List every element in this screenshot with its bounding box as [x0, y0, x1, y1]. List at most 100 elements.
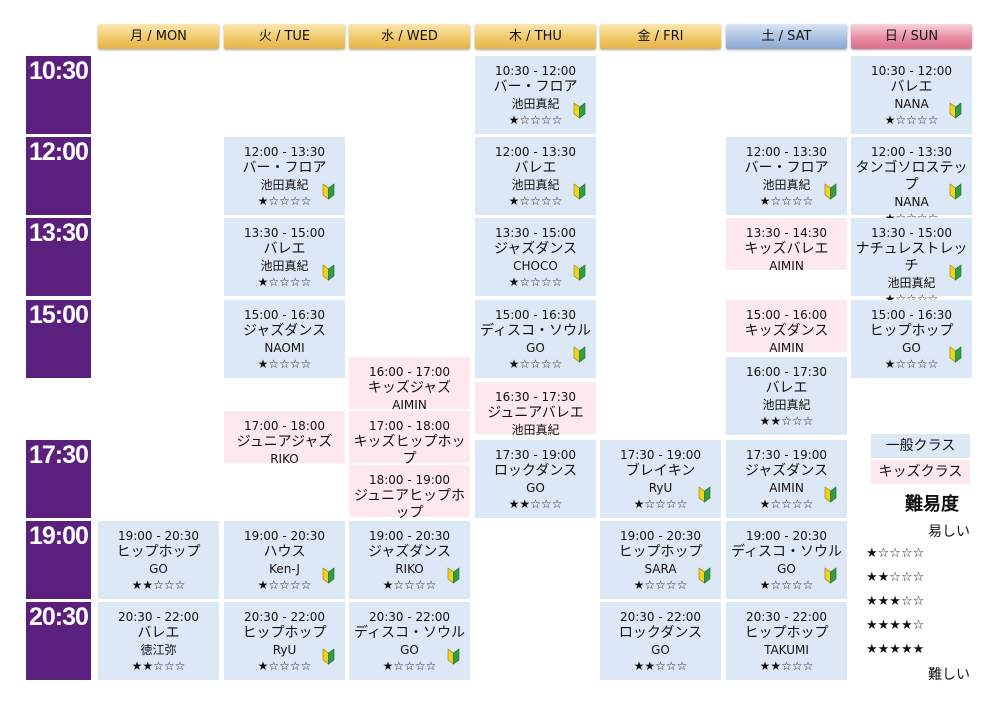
class-time: 18:00 - 19:00: [368, 473, 451, 487]
class-difficulty: ★★☆☆☆: [759, 414, 814, 428]
class-difficulty: ★★☆☆☆: [508, 497, 563, 511]
class-name: バレエ: [137, 625, 180, 641]
class-teacher: 池田真紀: [887, 276, 936, 290]
class-difficulty: ★★☆☆☆: [759, 659, 814, 673]
beginner-leaf-icon: [949, 102, 962, 119]
class-time: 12:00 - 13:30: [243, 145, 326, 159]
day-header-4: 金 / FRI: [600, 24, 721, 49]
legend-general: 一般クラス: [871, 434, 970, 458]
class-name: ディスコ・ソウル: [353, 625, 466, 641]
class-name: ジャズダンス: [744, 463, 829, 479]
class-name: ジュニアヒップホップ: [353, 488, 466, 521]
class-time: 15:00 - 16:30: [494, 308, 577, 322]
day-header-2: 水 / WED: [349, 24, 470, 49]
class-teacher: GO: [651, 643, 670, 657]
class-teacher: GO: [149, 562, 168, 576]
class-name: バー・フロア: [744, 160, 829, 176]
class-teacher: SARA: [644, 562, 677, 576]
class-name: ヒップホップ: [116, 544, 201, 560]
class-time: 20:30 - 22:00: [619, 610, 702, 624]
class-name: キッズジャズ: [367, 380, 452, 396]
class-difficulty: ★☆☆☆☆: [257, 357, 312, 371]
class-time: 19:00 - 20:30: [745, 529, 828, 543]
class-name: タンゴソロステップ: [855, 160, 968, 193]
class-name: バー・フロア: [242, 160, 327, 176]
class-teacher: GO: [902, 341, 921, 355]
class-time: 16:30 - 17:30: [494, 390, 577, 404]
class-name: ヒップホップ: [744, 625, 829, 641]
beginner-leaf-icon: [573, 102, 586, 119]
class-name: ジュニアバレエ: [487, 405, 584, 421]
beginner-leaf-icon: [824, 183, 837, 200]
class-time: 15:00 - 16:30: [243, 308, 326, 322]
class-difficulty: ★☆☆☆☆: [759, 194, 814, 208]
class-teacher: AIMIN: [769, 341, 804, 355]
beginner-leaf-icon: [322, 648, 335, 665]
class-difficulty: ★☆☆☆☆: [257, 659, 312, 673]
time-slot-0: 10:30: [26, 56, 91, 134]
class-teacher: Ken-J: [269, 562, 300, 576]
class-time: 16:00 - 17:00: [368, 365, 451, 379]
class-difficulty: ★☆☆☆☆: [257, 578, 312, 592]
class-name: キッズダンス: [744, 323, 829, 339]
beginner-leaf-icon: [322, 567, 335, 584]
difficulty-level-3: ★★★☆☆: [866, 594, 925, 609]
class-teacher: GO: [526, 341, 545, 355]
class-teacher: CHOCO: [513, 259, 558, 273]
beginner-leaf-icon: [949, 264, 962, 281]
class-teacher: 池田真紀: [260, 259, 309, 273]
beginner-leaf-icon: [322, 264, 335, 281]
class-teacher: GO: [400, 643, 419, 657]
class-time: 20:30 - 22:00: [745, 610, 828, 624]
class-time: 13:30 - 14:30: [745, 226, 828, 240]
class-time: 19:00 - 20:30: [243, 529, 326, 543]
time-slot-3: 15:00: [26, 300, 91, 378]
class-difficulty: ★☆☆☆☆: [508, 113, 563, 127]
class-teacher: 池田真紀: [260, 178, 309, 192]
class-time: 20:30 - 22:00: [368, 610, 451, 624]
class-name: バー・フロア: [493, 79, 578, 95]
class-name: バレエ: [890, 79, 933, 95]
class-difficulty: ★★☆☆☆: [131, 578, 186, 592]
class-difficulty: ★☆☆☆☆: [382, 659, 437, 673]
difficulty-title: 難易度: [905, 494, 959, 515]
time-slot-5: 19:00: [26, 521, 91, 599]
class-teacher: RyU: [648, 481, 673, 495]
class-name: ヒップホップ: [869, 323, 954, 339]
time-slot-2: 13:30: [26, 218, 91, 296]
class-difficulty: ★☆☆☆☆: [759, 497, 814, 511]
class-time: 13:30 - 15:00: [870, 226, 953, 240]
class-name: ヒップホップ: [618, 544, 703, 560]
class-name: ジュニアジャズ: [236, 434, 333, 450]
beginner-leaf-icon: [824, 486, 837, 503]
class-name: ジャズダンス: [242, 323, 327, 339]
class-time: 17:00 - 18:00: [368, 419, 451, 433]
day-header-0: 月 / MON: [98, 24, 219, 49]
difficulty-hard: 難しい: [928, 667, 970, 683]
class-time: 13:30 - 15:00: [243, 226, 326, 240]
class-cell: 17:00 - 18:00キッズヒップホップGO: [349, 411, 470, 483]
class-difficulty: ★☆☆☆☆: [759, 578, 814, 592]
time-slot-1: 12:00: [26, 137, 91, 215]
class-difficulty: ★☆☆☆☆: [884, 113, 939, 127]
class-difficulty: ★☆☆☆☆: [382, 578, 437, 592]
class-teacher: AIMIN: [769, 259, 804, 273]
class-name: ブレイキン: [625, 463, 696, 479]
day-header-6: 日 / SUN: [851, 24, 972, 49]
class-difficulty: ★☆☆☆☆: [508, 275, 563, 289]
